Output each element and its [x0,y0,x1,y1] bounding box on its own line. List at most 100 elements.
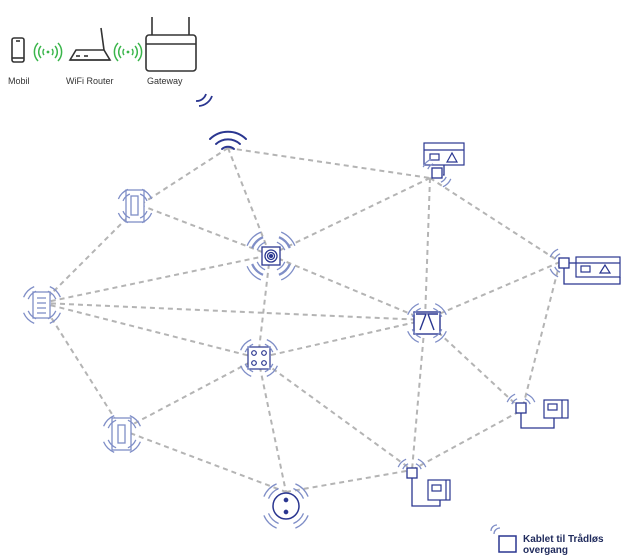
signal-arc-icon [554,253,561,260]
signal-arc-icon [244,343,254,353]
signal-arc-icon [246,265,262,281]
signal-arc-icon [267,487,279,499]
signal-arcs [23,158,561,529]
signal-arc-icon [549,248,559,258]
gateway-signal-icon [195,93,213,107]
din-rail-module-icon [543,399,569,419]
din-rail-module-icon [575,256,621,278]
legend-box-icon [498,535,517,553]
signal-arc-icon [440,176,447,183]
signal-arc-icon [122,193,131,202]
wifi-router-icon [68,27,112,61]
wall-switch-icon [125,189,145,223]
signal-arc-icon [117,212,129,224]
legend-line-1: Kablet til Trådløs [523,534,604,545]
four-button-switch-icon [247,346,271,370]
signal-arc-icon [432,307,443,318]
signal-arc-icon [524,398,531,405]
signal-arc-icon [422,158,432,168]
signal-arc-icon [141,188,153,200]
signal-arc-icon [295,483,309,497]
signal-arc-icon [23,312,35,324]
signal-arc-icon [506,393,516,403]
signal-arc-icon [49,312,61,324]
signal-arc-icon [434,303,447,316]
signal-arc-icon [263,515,277,529]
gateway-device-icon [145,17,197,72]
signal-arc-icon [122,210,131,219]
power-outlet-icon [272,492,300,520]
signal-arc-icon [129,415,141,427]
signal-arc-icon [511,398,518,405]
gateway-label: Gateway [147,76,183,86]
signal-arc-icon [256,241,266,251]
signal-arc-icon [240,339,252,351]
signal-arc-icon [266,339,278,351]
cable-transition-icon [515,402,555,429]
signal-arc-icon [554,266,561,273]
cable-transition-icon [406,467,441,507]
signal-arc-icon [252,263,264,275]
mobil-label: Mobil [8,76,30,86]
signal-arc-icon [27,310,37,320]
signal-arc-icon [434,330,447,343]
signal-arc-icon [280,231,296,247]
signal-arc-icon [278,236,291,249]
signal-arc-icon [23,286,35,298]
signal-arc-icon [278,263,291,276]
keypad-panel-icon [32,291,51,319]
signal-arc-icon [278,263,290,275]
din-rail-module-icon [427,479,451,501]
signal-arc-icon [103,441,115,453]
legend-line-2: overgang [523,545,569,556]
din-rail-module-icon [423,142,465,166]
signal-arc-icon [127,439,137,449]
signal-arc-icon [549,268,559,278]
signal-arc-icon [293,487,305,499]
signal-arc-icon [47,310,57,320]
signal-arc-icon [127,419,137,429]
signal-arc-icon [278,237,290,249]
signal-arc-icon [276,241,286,251]
cable-transition-icon [431,165,445,179]
signal-arc-icon [107,419,117,429]
signal-arc-icon [251,236,264,249]
signal-arc-icon [252,237,264,249]
signal-arc-icon [141,212,153,224]
signal-arc-icon [280,265,296,281]
signal-arc-icon [103,415,115,427]
signal-arc-icon [411,328,422,339]
cable-transition-icon [558,257,621,285]
center-repeater-icon [261,246,281,266]
signal-arc-icon [256,261,266,271]
signal-arc-icon [415,463,422,470]
signal-arc-icon [417,458,427,468]
signal-arc-icon [432,328,443,339]
signal-arc-icon [240,365,252,377]
signal-arc-icon [139,193,148,202]
wifi-green-icon [113,42,143,62]
curtain-module-icon [413,311,441,335]
signal-arc-icon [264,343,274,353]
signal-arc-icon [244,363,254,373]
signal-arc-icon [293,513,305,525]
signal-arc-icon [266,365,278,377]
signal-arc-icon [264,363,274,373]
signal-arc-icon [107,439,117,449]
wifi-router-label: WiFi Router [66,76,114,86]
mobile-phone-icon [11,37,25,63]
signal-arc-icon [27,290,37,300]
wall-switch-icon [111,417,132,451]
signal-arc-icon [442,178,452,188]
signal-arc-icon [407,303,420,316]
signal-arc-icon [267,513,279,525]
signal-arc-icon [117,188,129,200]
signal-arc-icon [407,330,420,343]
signal-arc-icon [295,515,309,529]
coordinator-wifi-icon [209,130,247,150]
signal-arc-icon [411,307,422,318]
signal-arc-icon [427,163,434,170]
signal-arc-icon [402,463,409,470]
signal-arc-icon [263,483,277,497]
